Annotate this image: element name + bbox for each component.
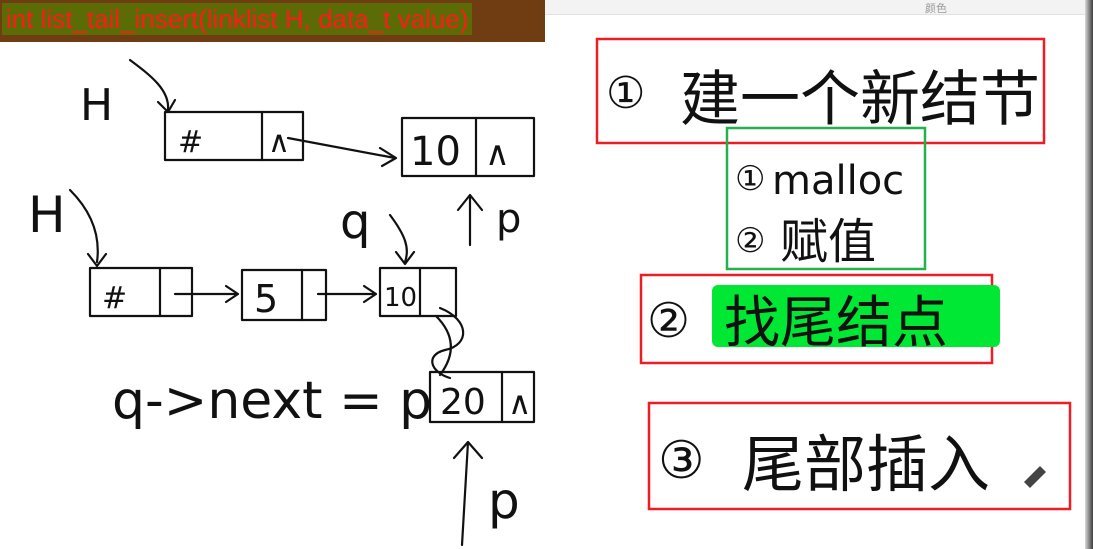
top-p-arrow bbox=[456, 193, 484, 247]
step3-text: 尾部插入 bbox=[742, 428, 990, 501]
head-arrow-top bbox=[128, 58, 170, 112]
new-node-sketch: 20 ∧ p bbox=[428, 370, 536, 547]
new-p-label: p bbox=[488, 472, 520, 530]
main-link2-arrow bbox=[316, 284, 378, 304]
statement-sketch: q->next = p bbox=[112, 371, 432, 431]
substep1-number: ① bbox=[735, 159, 765, 199]
top-node2-box bbox=[400, 116, 536, 178]
top-node1-box bbox=[163, 110, 305, 162]
top-list-sketch: H # ∧ 10 ∧ p bbox=[80, 58, 536, 247]
main-link1-arrow bbox=[173, 284, 240, 304]
code-header: int list_tail_insert(linklist H, data_t … bbox=[0, 0, 545, 42]
head-label-main: H bbox=[28, 186, 66, 244]
toolbar-strip: 颜色 bbox=[545, 0, 1085, 15]
steps-panel: ① 建一个新结节 ① malloc ② 赋值 ② 找尾结点 ③ 尾部插入 bbox=[595, 37, 1072, 511]
window-edge bbox=[1085, 0, 1093, 549]
pencil-cursor-icon bbox=[1024, 466, 1046, 488]
top-link-arrow bbox=[286, 136, 397, 160]
top-node2-data: 10 bbox=[410, 129, 461, 175]
main-node2-data: 5 bbox=[254, 277, 278, 321]
top-node1-null: ∧ bbox=[268, 125, 290, 160]
new-p-arrow bbox=[452, 440, 484, 547]
new-node-null: ∧ bbox=[508, 384, 531, 422]
main-node1-box bbox=[88, 266, 194, 318]
top-p-label: p bbox=[496, 196, 521, 242]
main-list-sketch: H # 5 10 q bbox=[28, 186, 465, 380]
q-label: q bbox=[340, 194, 370, 250]
color-menu-hint[interactable]: 颜色 bbox=[925, 2, 947, 15]
step1-frame bbox=[595, 37, 1046, 145]
main-node3-data: 10 bbox=[384, 283, 417, 313]
substep2-number: ② bbox=[735, 221, 765, 261]
main-node1-data: # bbox=[102, 281, 127, 316]
step2-number: ② bbox=[647, 293, 690, 349]
step2-highlight bbox=[712, 285, 1000, 347]
new-node-data: 20 bbox=[440, 382, 486, 423]
step2-text: 找尾结点 bbox=[724, 291, 948, 356]
step1-number: ① bbox=[606, 68, 645, 119]
substep2-text: 赋值 bbox=[780, 214, 876, 270]
statement-text: q->next = p bbox=[112, 371, 432, 431]
step1-text: 建一个新结节 bbox=[680, 65, 1040, 135]
scribble-link bbox=[431, 306, 465, 380]
head-arrow-main bbox=[68, 188, 99, 264]
substep1-text: malloc bbox=[772, 158, 904, 204]
main-node3-box bbox=[378, 266, 458, 318]
top-node1-data: # bbox=[178, 125, 203, 160]
function-signature: int list_tail_insert(linklist H, data_t … bbox=[2, 3, 473, 35]
top-node2-null: ∧ bbox=[485, 134, 510, 174]
new-node-box bbox=[428, 370, 536, 424]
step3-number: ③ bbox=[658, 431, 705, 491]
step3-frame bbox=[647, 401, 1072, 511]
head-label-top: H bbox=[80, 80, 113, 131]
q-arrow bbox=[388, 213, 416, 266]
substeps-frame bbox=[725, 126, 927, 271]
